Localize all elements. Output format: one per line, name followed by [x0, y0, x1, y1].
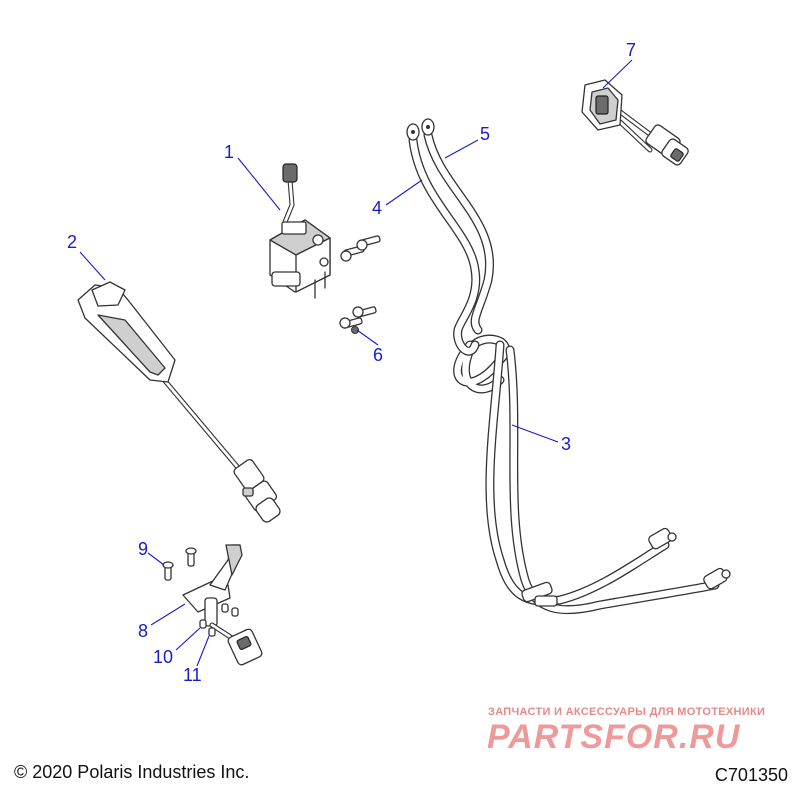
ring-terminal-right — [421, 118, 435, 136]
watermark-tagline: ЗАПЧАСТИ И АКСЕССУАРЫ ДЛЯ МОТОТЕХНИКИ — [488, 706, 766, 718]
ring-terminal-left — [406, 123, 420, 141]
cable-harness-part-3 — [453, 334, 731, 615]
pins-part-11 — [208, 607, 239, 637]
callout-11: 11 — [183, 665, 202, 685]
cable-terminal-lower — [703, 567, 731, 590]
lever-assembly-part-8 — [182, 544, 263, 666]
screws-part-6 — [339, 235, 381, 334]
copyright-notice: © 2020 Polaris Industries Inc. — [14, 762, 250, 782]
figure-id: C701350 — [714, 765, 788, 785]
callout-labels: 1 2 3 4 5 6 7 8 9 10 11 — [67, 40, 636, 685]
callout-5: 5 — [480, 124, 490, 144]
screw — [185, 547, 197, 567]
cable-terminal-upper — [648, 527, 677, 550]
handle-sensor-part-2 — [77, 281, 281, 523]
sensor-plug — [233, 458, 281, 523]
callout-leaders — [79, 59, 633, 667]
callout-3: 3 — [561, 434, 571, 454]
solenoid-part-1 — [269, 163, 331, 299]
screw — [356, 235, 381, 251]
cable-clip-bracket — [534, 595, 558, 607]
callout-10: 10 — [153, 647, 173, 667]
callout-2: 2 — [67, 232, 77, 252]
screw — [162, 561, 174, 581]
callout-1: 1 — [224, 142, 234, 162]
switch-connector — [645, 124, 689, 166]
screws-part-9 — [162, 547, 197, 581]
switch-part-7 — [581, 79, 689, 166]
callout-9: 9 — [138, 539, 148, 559]
callout-6: 6 — [373, 345, 383, 365]
screw — [352, 306, 377, 318]
callout-7: 7 — [626, 40, 636, 60]
screw — [339, 317, 363, 329]
battery-cables-part-4-5 — [406, 118, 495, 356]
solenoid-connector — [282, 163, 298, 183]
lever-connector — [227, 628, 263, 666]
washer — [351, 326, 359, 334]
pins-part-10 — [199, 603, 229, 629]
callout-8: 8 — [138, 621, 148, 641]
callout-4: 4 — [372, 198, 382, 218]
watermark-logo: PARTSFOR.RU — [487, 718, 741, 756]
